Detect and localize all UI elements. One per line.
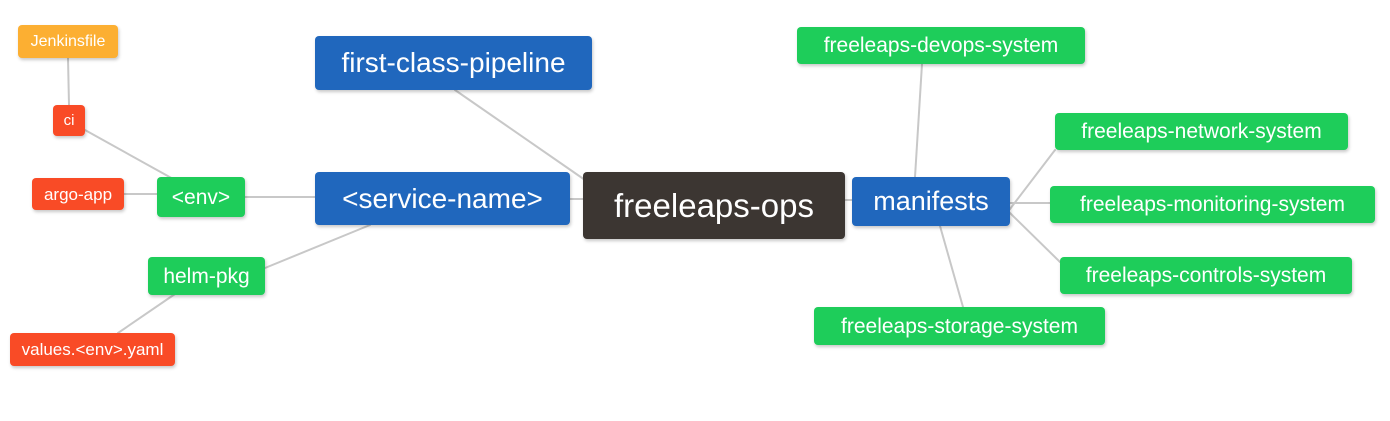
node-label-values-env-yaml: values.<env>.yaml	[21, 340, 164, 359]
node-label-helm-pkg: helm-pkg	[163, 264, 250, 288]
node-first-class-pipeline[interactable]: first-class-pipeline	[315, 36, 592, 90]
node-label-manifests: manifests	[873, 186, 989, 216]
node-label-freeleaps-ops: freeleaps-ops	[614, 187, 814, 224]
edge-manifests-to-freeleaps-storage-system	[939, 225, 964, 308]
edge-manifests-to-freeleaps-network-system	[1009, 149, 1056, 210]
node-argo-app[interactable]: argo-app	[32, 178, 124, 210]
node-helm-pkg[interactable]: helm-pkg	[148, 257, 265, 295]
node-label-freeleaps-devops-system: freeleaps-devops-system	[823, 34, 1059, 57]
node-freeleaps-network-system[interactable]: freeleaps-network-system	[1055, 113, 1348, 150]
node-jenkinsfile[interactable]: Jenkinsfile	[18, 25, 118, 58]
node-freeleaps-devops-system[interactable]: freeleaps-devops-system	[797, 27, 1085, 64]
edge-freeleaps-ops-to-first-class-pipeline	[454, 89, 586, 181]
node-values-env-yaml[interactable]: values.<env>.yaml	[10, 333, 175, 366]
node-label-argo-app: argo-app	[43, 184, 113, 204]
node-freeleaps-monitoring-system[interactable]: freeleaps-monitoring-system	[1050, 186, 1375, 223]
node-freeleaps-ops[interactable]: freeleaps-ops	[583, 172, 845, 239]
node-label-first-class-pipeline: first-class-pipeline	[341, 47, 566, 78]
edge-service-name-to-helm-pkg	[264, 224, 371, 269]
edge-ci-to-jenkinsfile	[67, 57, 70, 106]
node-label-freeleaps-controls-system: freeleaps-controls-system	[1085, 264, 1327, 287]
node-freeleaps-controls-system[interactable]: freeleaps-controls-system	[1060, 257, 1352, 294]
edge-manifests-to-freeleaps-devops-system	[914, 63, 923, 178]
node-ci[interactable]: ci	[53, 105, 85, 136]
edge-helm-pkg-to-values-env-yaml	[117, 293, 176, 334]
node-label-freeleaps-monitoring-system: freeleaps-monitoring-system	[1080, 193, 1345, 216]
node-label-service-name: <service-name>	[342, 182, 543, 214]
node-service-name[interactable]: <service-name>	[315, 172, 570, 225]
node-label-freeleaps-storage-system: freeleaps-storage-system	[841, 314, 1078, 338]
edge-env-to-ci	[84, 129, 176, 181]
node-label-env: <env>	[171, 185, 231, 209]
node-label-freeleaps-network-system: freeleaps-network-system	[1081, 120, 1322, 143]
node-env[interactable]: <env>	[157, 177, 245, 217]
node-freeleaps-storage-system[interactable]: freeleaps-storage-system	[814, 307, 1105, 345]
node-manifests[interactable]: manifests	[852, 177, 1010, 226]
node-label-jenkinsfile: Jenkinsfile	[30, 32, 106, 50]
node-label-ci: ci	[63, 112, 75, 129]
